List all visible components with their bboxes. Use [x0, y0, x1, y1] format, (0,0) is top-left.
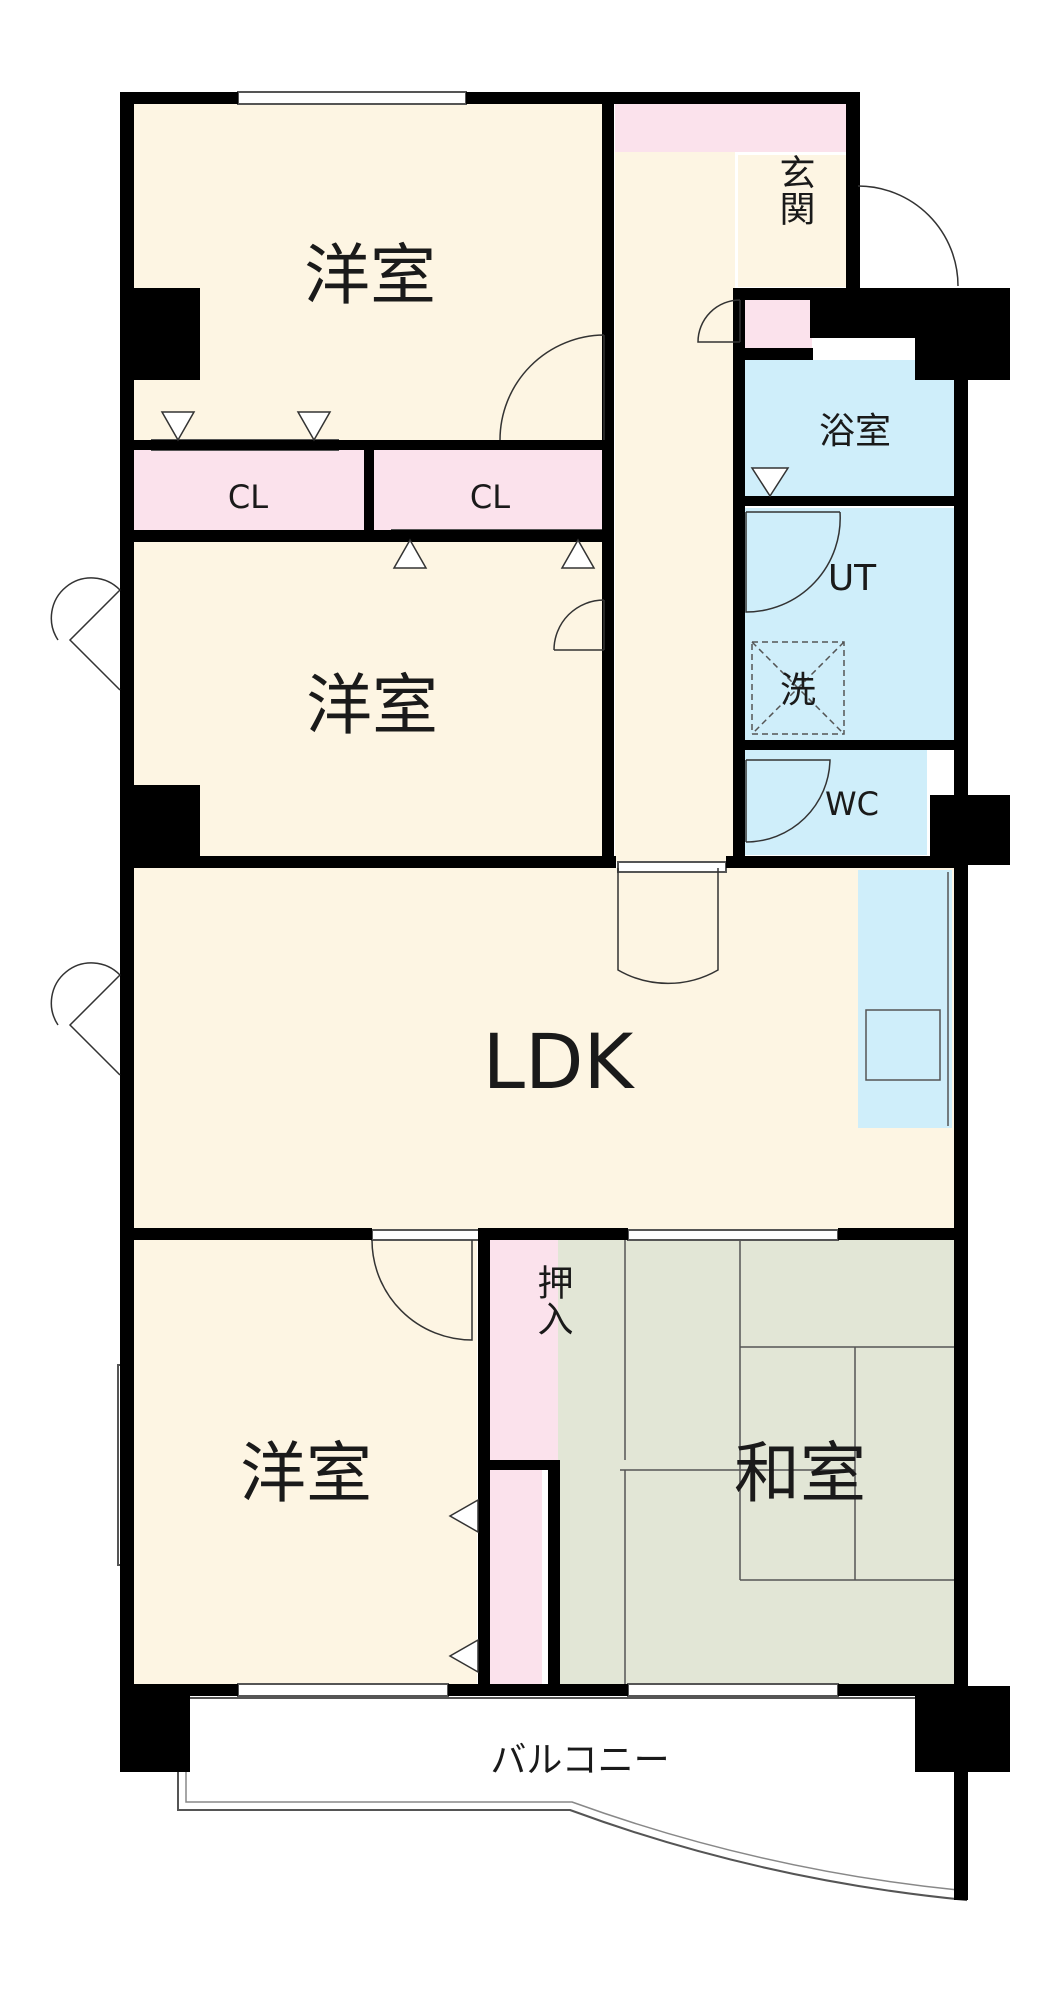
kitchen-counter [858, 870, 952, 1128]
western-room-mid-floor [132, 540, 610, 862]
room-label-cl-right: CL [470, 478, 510, 516]
room-label-western-top: 洋室 [304, 237, 436, 314]
entrance-floor [738, 155, 850, 287]
closet-left-floor [132, 450, 364, 535]
room-label-balcony: バルコニー [490, 1740, 669, 1781]
closet-right-floor [372, 450, 610, 535]
washer-icon [751, 641, 845, 735]
room-label-entrance: 玄関 [774, 154, 815, 226]
balcony-rail [185, 1700, 959, 1891]
western-room-top-floor [132, 100, 610, 445]
sink-icon [865, 1009, 941, 1081]
room-label-cl-left: CL [228, 478, 268, 516]
room-label-ldk: LDK [483, 1017, 636, 1106]
room-label-western-mid: 洋室 [306, 667, 438, 744]
room-label-washitsu: 和室 [734, 1435, 866, 1512]
western-room-bottom-floor [132, 1238, 477, 1690]
room-label-wc: WC [825, 785, 879, 823]
tatami-lines [620, 1238, 960, 1690]
hall-storage-floor [615, 100, 850, 152]
side-closet-floor [490, 1470, 542, 1690]
ldk-floor [132, 868, 960, 1230]
utility-floor [742, 508, 960, 740]
room-label-washer: 洗 [780, 670, 816, 711]
doors [50, 185, 959, 1341]
room-label-oshiire: 押入 [532, 1264, 573, 1336]
room-label-utility: UT [828, 558, 877, 599]
closet-markers [160, 411, 790, 1674]
room-label-bath: 浴室 [819, 411, 891, 452]
room-label-western-bottom: 洋室 [240, 1435, 372, 1512]
shoe-storage-floor [742, 298, 812, 348]
hallway-floor [615, 100, 735, 862]
walls [120, 92, 1010, 1900]
balcony-outline [177, 1697, 967, 1902]
